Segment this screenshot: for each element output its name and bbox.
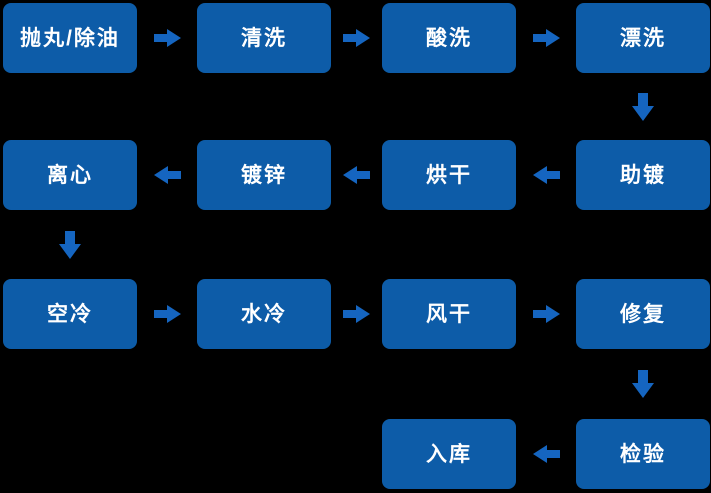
flow-node-label: 离心	[47, 163, 93, 187]
flow-node-label: 水冷	[241, 302, 287, 326]
flow-node-label: 空冷	[47, 302, 93, 326]
arrow-down-icon	[632, 92, 654, 121]
flow-node-label: 镀锌	[241, 163, 287, 187]
flow-node-cleaning: 清洗	[197, 3, 331, 73]
arrow-down-icon	[632, 370, 654, 398]
flow-node-label: 检验	[620, 442, 666, 466]
flow-node-galvanizing: 镀锌	[197, 140, 331, 210]
arrow-left-icon	[343, 166, 370, 184]
flow-node-drying: 烘干	[382, 140, 516, 210]
flow-node-air-cooling: 空冷	[3, 279, 137, 349]
flow-node-water-cooling: 水冷	[197, 279, 331, 349]
arrow-down-icon	[59, 230, 81, 259]
arrow-right-icon	[343, 29, 370, 47]
arrow-right-icon	[343, 305, 370, 323]
arrow-right-icon	[532, 305, 560, 323]
flow-node-shot-blast-degrease: 抛丸/除油	[3, 3, 137, 73]
flow-node-label: 抛丸/除油	[20, 26, 120, 50]
flow-node-pickling: 酸洗	[382, 3, 516, 73]
arrow-left-icon	[532, 445, 560, 463]
arrow-right-icon	[532, 29, 560, 47]
flow-node-repair: 修复	[576, 279, 710, 349]
flow-node-label: 清洗	[241, 26, 287, 50]
flow-node-rinsing: 漂洗	[576, 3, 710, 73]
flow-node-label: 风干	[426, 302, 472, 326]
arrow-right-icon	[153, 29, 181, 47]
flow-node-label: 入库	[426, 442, 472, 466]
arrow-left-icon	[153, 166, 181, 184]
flow-node-label: 助镀	[620, 163, 666, 187]
flow-node-label: 酸洗	[426, 26, 472, 50]
flow-node-label: 烘干	[426, 163, 472, 187]
flow-node-fluxing: 助镀	[576, 140, 710, 210]
flow-node-label: 漂洗	[620, 26, 666, 50]
flow-node-label: 修复	[620, 302, 666, 326]
flow-node-air-drying: 风干	[382, 279, 516, 349]
flow-node-inspection: 检验	[576, 419, 710, 489]
flow-node-warehousing: 入库	[382, 419, 516, 489]
arrow-right-icon	[153, 305, 181, 323]
arrow-left-icon	[532, 166, 560, 184]
flow-node-centrifuging: 离心	[3, 140, 137, 210]
